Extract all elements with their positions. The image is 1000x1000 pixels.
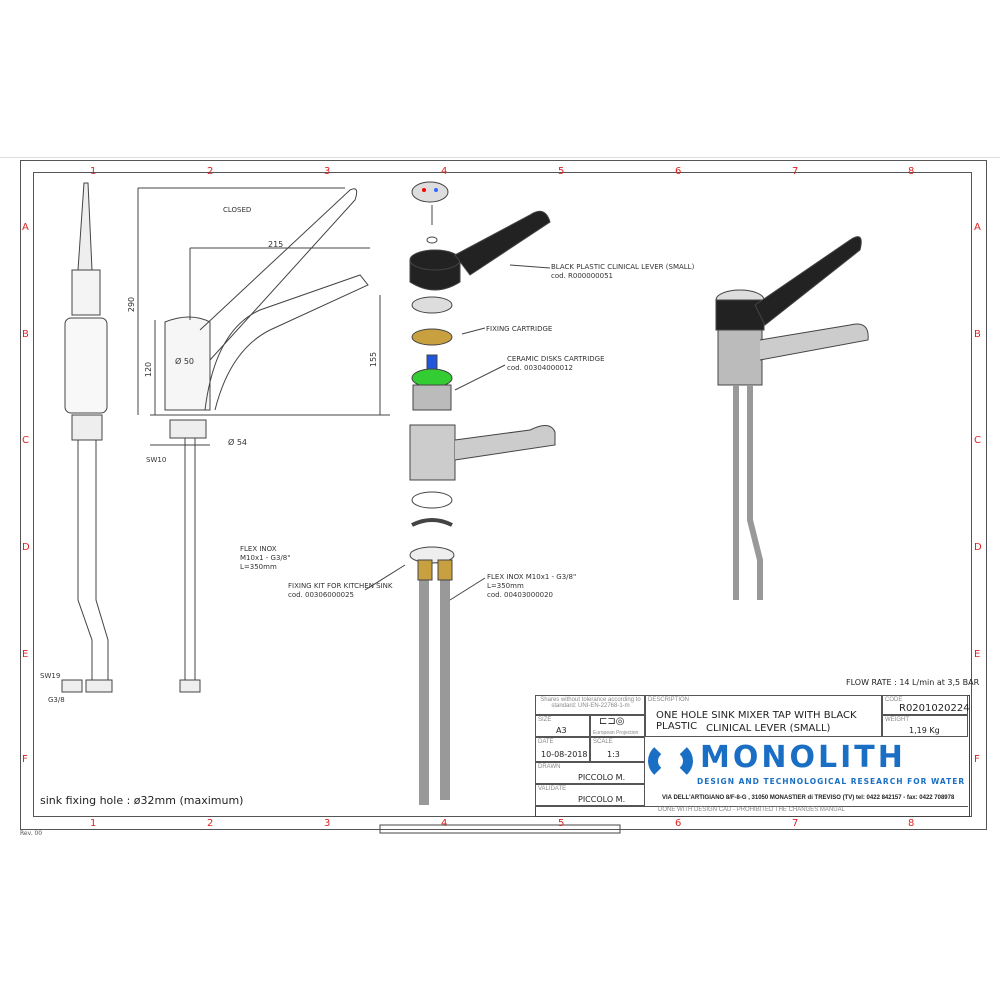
brand-tagline: DESIGN AND TECHNOLOGICAL RESEARCH FOR WA… (697, 777, 966, 786)
grid-column-label: 8 (908, 166, 915, 177)
grid-row-label: D (22, 542, 30, 553)
grid-row-label: F (22, 754, 28, 765)
grid-row-label: A (974, 222, 981, 233)
grid-row-label: A (22, 222, 29, 233)
sink-note: sink fixing hole : ø32mm (maximum) (40, 794, 244, 807)
grid-row-label: E (974, 649, 981, 660)
exploded-view (364, 181, 556, 805)
projection-symbol-icon: ⊏⊐◎ (599, 716, 625, 727)
grid-column-label: 7 (792, 166, 799, 177)
dim-reach: 215 (268, 240, 284, 249)
page-divider (0, 157, 1000, 158)
company-address: VIA DELL'ARTIGIANO 8/F-8-G , 31050 MONAS… (662, 795, 955, 801)
grid-row-label: D (974, 542, 982, 553)
footer-note: DONE WITH DESIGN CAD - PROHIBITED THE CH… (535, 806, 968, 813)
grid-column-label: 8 (908, 818, 915, 829)
grid-column-label: 1 (90, 818, 97, 829)
isometric-view (715, 236, 869, 600)
flow-rate: FLOW RATE : 14 L/min at 3,5 BAR (846, 678, 980, 687)
drawing-frame (33, 172, 972, 817)
grid-column-label: 2 (207, 818, 214, 829)
grid-column-label: 5 (558, 818, 565, 829)
dim-g38: G3/8 (48, 696, 65, 704)
grid-row-label: B (974, 329, 981, 340)
monolith-logo-icon (648, 741, 693, 781)
grid-column-label: 6 (675, 818, 682, 829)
side-view (61, 182, 113, 693)
drawing-sheet (20, 160, 987, 830)
dim-base-height: 120 (144, 361, 154, 378)
scale-strip (379, 824, 621, 834)
grid-column-label: 2 (207, 166, 214, 177)
revision: Rev. 00 (20, 830, 43, 837)
tolerance-cell: Shares without tolerance according to st… (535, 695, 645, 715)
grid-column-label: 5 (558, 166, 565, 177)
closed-label: CLOSED (223, 206, 252, 214)
grid-column-label: 1 (90, 166, 97, 177)
callout-lever: BLACK PLASTIC CLINICAL LEVER (SMALL)cod.… (551, 263, 695, 280)
grid-row-label: C (974, 435, 981, 446)
grid-column-label: 6 (675, 166, 682, 177)
dim-body-dia: Ø 50 (175, 357, 195, 366)
grid-column-label: 7 (792, 818, 799, 829)
grid-row-label: C (22, 435, 29, 446)
dim-spout-height: 155 (369, 351, 379, 368)
grid-row-label: B (22, 329, 29, 340)
grid-column-label: 4 (441, 166, 448, 177)
dim-sw10: SW10 (146, 456, 167, 464)
dim-sw19: SW19 (40, 672, 61, 680)
dim-base-dia: Ø 54 (228, 438, 248, 447)
description-cell: DESCRIPTION ONE HOLE SINK MIXER TAP WITH… (645, 695, 882, 737)
dim-height: 290 (127, 296, 137, 313)
front-view (137, 187, 390, 693)
callout-fixing-cartridge: FIXING CARTRIDGE (486, 325, 553, 333)
grid-row-label: F (974, 754, 980, 765)
grid-column-label: 3 (324, 166, 331, 177)
grid-column-label: 4 (441, 818, 448, 829)
projection-cell: ⊏⊐◎European Projection (590, 715, 645, 737)
grid-column-label: 3 (324, 818, 331, 829)
grid-row-label: E (22, 649, 29, 660)
brand-name: MONOLITH (700, 740, 906, 775)
